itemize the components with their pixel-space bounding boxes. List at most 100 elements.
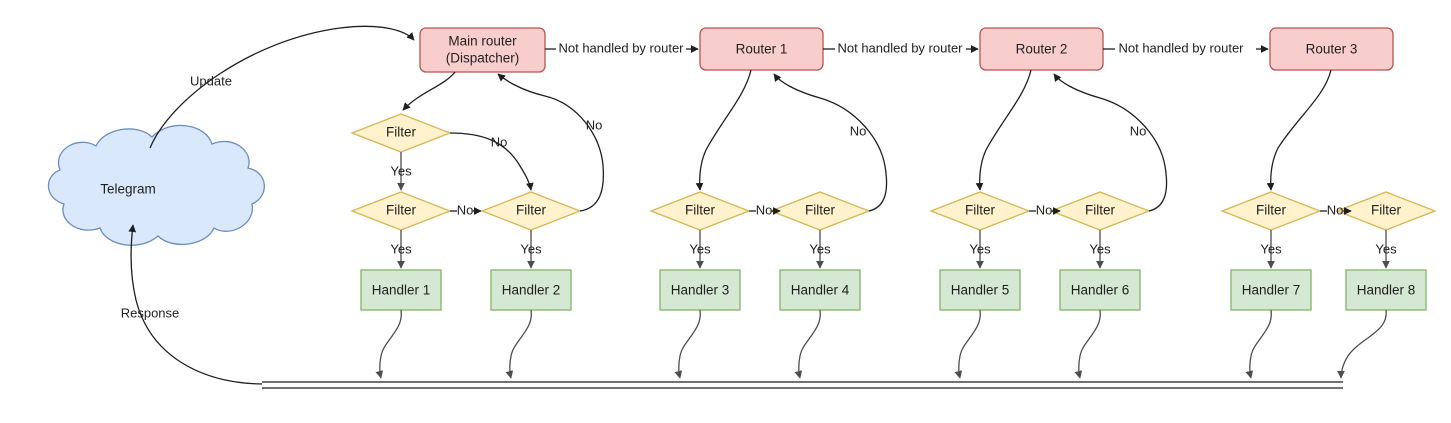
update-arrow-path — [149, 25, 415, 149]
no-pair-1-label: No — [457, 202, 474, 217]
handler-5-box — [939, 269, 1021, 311]
update-label: Update — [190, 73, 232, 88]
router-3-box — [1269, 27, 1394, 71]
no-pair-2-label: No — [756, 202, 773, 217]
handler-1-node[interactable]: Handler 1 — [360, 269, 442, 311]
yes-5-label: Yes — [969, 241, 991, 256]
router-main-node[interactable]: Main router (Dispatcher) — [419, 27, 546, 73]
filter-1-node[interactable]: Filter — [350, 191, 452, 231]
handler-4-label: Handler 4 — [791, 283, 850, 298]
handler-3-node[interactable]: Handler 3 — [659, 269, 741, 311]
handler-8-label: Handler 8 — [1357, 283, 1416, 298]
yes-4-label: Yes — [809, 241, 831, 256]
filter-3-label: Filter — [685, 203, 716, 218]
filter-5-node[interactable]: Filter — [929, 191, 1031, 231]
router-2-label: Router 2 — [1016, 42, 1068, 57]
edge-handler-7-to-collector — [1245, 309, 1272, 379]
yes-2-label: Yes — [520, 241, 542, 256]
cloud-icon — [47, 124, 265, 246]
filter-top-1-node[interactable]: Filter — [350, 113, 452, 153]
edge-filter-5-no: No — [1029, 202, 1061, 217]
handler-5-node[interactable]: Handler 5 — [939, 269, 1021, 311]
handler-1-box — [360, 269, 442, 311]
edge-chain-2: Not handled by router — [823, 40, 979, 55]
filter-4-node[interactable]: Filter — [769, 191, 871, 231]
router-3-label: Router 3 — [1306, 42, 1358, 57]
router-1-node[interactable]: Router 1 — [699, 27, 824, 71]
yes-7-label: Yes — [1260, 241, 1282, 256]
edge-filter-4-no-back: No — [773, 73, 888, 212]
edge-chain-1: Not handled by router — [545, 40, 699, 55]
edge-router-2-to-filter-5 — [975, 69, 1032, 191]
filter-8-label: Filter — [1371, 203, 1402, 218]
edge-router-1-to-filter-3 — [695, 69, 752, 191]
edge-response: Response — [121, 224, 263, 385]
no-top-1-label: No — [491, 134, 508, 149]
filter-5-label: Filter — [965, 203, 996, 218]
filter-7-label: Filter — [1256, 203, 1287, 218]
no-pair-4-label: No — [1327, 202, 1344, 217]
handler-4-node[interactable]: Handler 4 — [779, 269, 861, 311]
handler-1-label: Handler 1 — [372, 283, 431, 298]
no-top-1-path — [449, 132, 534, 191]
router-3-node[interactable]: Router 3 — [1269, 27, 1394, 71]
router-main-label-line2: (Dispatcher) — [446, 51, 520, 66]
handler-7-box — [1230, 269, 1312, 311]
yes-8-label: Yes — [1375, 241, 1397, 256]
edge-filter-2-no-back: No — [497, 73, 605, 212]
chain-2-label: Not handled by router — [837, 40, 963, 55]
no-back-2-label: No — [850, 123, 867, 138]
handler-6-label: Handler 6 — [1071, 283, 1130, 298]
no-back-1-label: No — [586, 117, 603, 132]
no-back-2-path — [773, 73, 888, 212]
handler-4-box — [779, 269, 861, 311]
filter-6-node[interactable]: Filter — [1049, 191, 1151, 231]
edge-handler-6-to-collector — [1074, 309, 1101, 379]
telegram-cloud-node[interactable]: Telegram — [47, 124, 265, 246]
collector-bus — [262, 381, 1343, 389]
response-label: Response — [121, 305, 180, 320]
edge-filter-1-no: No — [450, 202, 482, 217]
filter-3-node[interactable]: Filter — [649, 191, 751, 231]
filter-2-node[interactable]: Filter — [480, 191, 582, 231]
filter-1-label: Filter — [386, 203, 417, 218]
edge-handler-5-to-collector — [954, 309, 981, 379]
handler-7-node[interactable]: Handler 7 — [1230, 269, 1312, 311]
edge-handler-1-to-collector — [375, 309, 402, 379]
router-main-label-line1: Main router — [448, 34, 517, 49]
edge-router-3-to-filter-7 — [1266, 69, 1332, 191]
handler-7-label: Handler 7 — [1242, 283, 1301, 298]
router-1-label: Router 1 — [736, 42, 788, 57]
filter-7-node[interactable]: Filter — [1220, 191, 1322, 231]
handler-8-node[interactable]: Handler 8 — [1345, 269, 1427, 311]
chain-3-label: Not handled by router — [1118, 40, 1244, 55]
edge-filter-6-no-back: No — [1053, 73, 1168, 212]
yes-1-label: Yes — [390, 241, 412, 256]
router-2-node[interactable]: Router 2 — [979, 27, 1104, 71]
edge-handler-3-to-collector — [674, 309, 701, 379]
router-main-box — [419, 27, 546, 73]
yes-6-label: Yes — [1089, 241, 1111, 256]
handler-2-node[interactable]: Handler 2 — [490, 269, 572, 311]
no-back-1-path — [497, 73, 605, 212]
no-back-3-label: No — [1130, 123, 1147, 138]
filter-8-node[interactable]: Filter — [1335, 191, 1437, 231]
handler-5-label: Handler 5 — [951, 283, 1010, 298]
handler-2-label: Handler 2 — [502, 283, 561, 298]
handler-2-box — [490, 269, 572, 311]
edge-chain-3: Not handled by router — [1103, 40, 1269, 55]
filter-top-1-label: Filter — [386, 125, 417, 140]
no-back-3-path — [1053, 73, 1168, 212]
yes-top-1-label: Yes — [390, 163, 412, 178]
chain-1-label: Not handled by router — [558, 40, 684, 55]
filter-6-label: Filter — [1085, 203, 1116, 218]
handler-6-node[interactable]: Handler 6 — [1059, 269, 1141, 311]
edge-main-to-filter-top — [402, 71, 456, 111]
filter-4-label: Filter — [805, 203, 836, 218]
handler-3-box — [659, 269, 741, 311]
telegram-label: Telegram — [100, 182, 156, 197]
no-pair-3-label: No — [1036, 202, 1053, 217]
filter-2-label: Filter — [516, 203, 547, 218]
response-arrow-path — [128, 224, 263, 385]
